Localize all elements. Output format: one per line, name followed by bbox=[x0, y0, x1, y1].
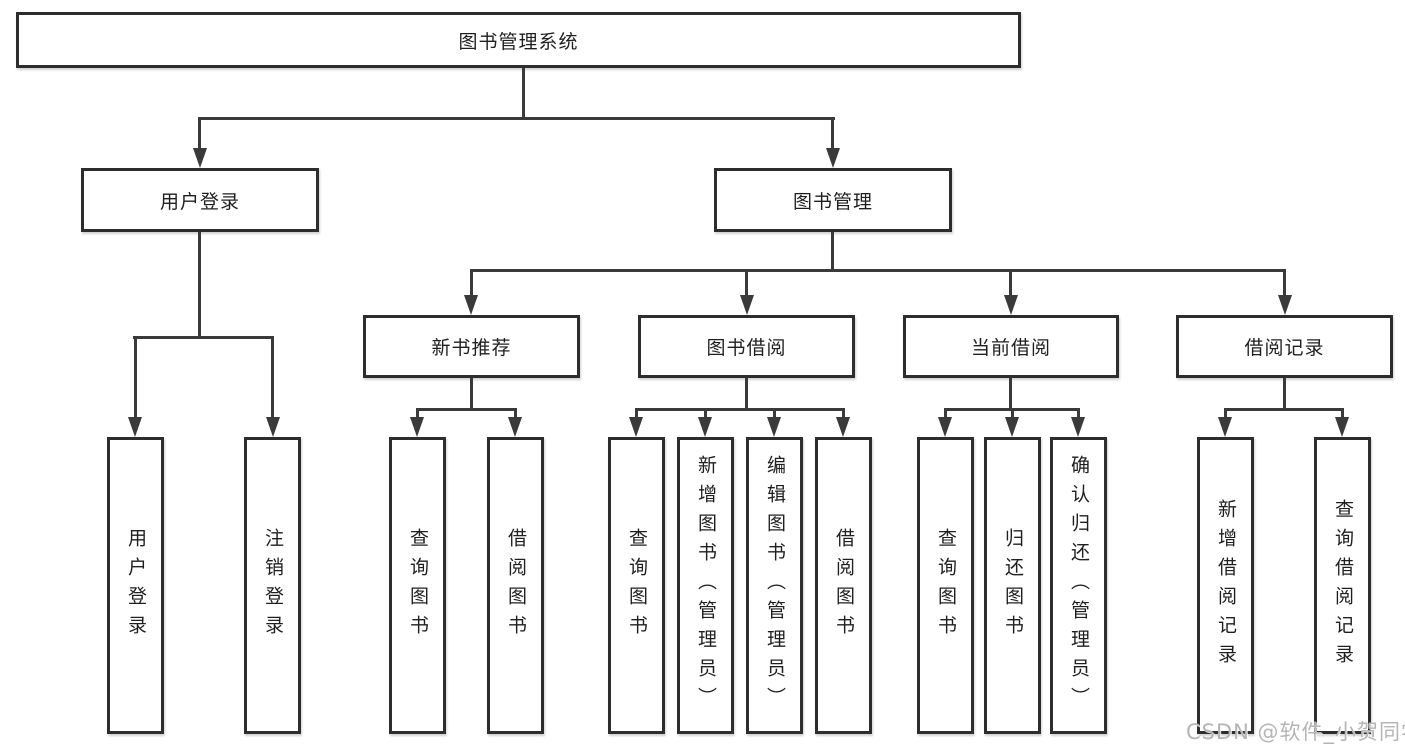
node-current-borrow: 当前借阅 bbox=[903, 315, 1119, 378]
connector-line bbox=[1077, 408, 1080, 419]
node-bb-edit-book-label: 编辑图书（管理员） bbox=[764, 455, 786, 716]
arrow-down-icon bbox=[826, 148, 840, 168]
arrow-down-icon bbox=[464, 295, 478, 315]
arrow-down-icon bbox=[740, 295, 754, 315]
connector-line bbox=[416, 408, 517, 411]
node-bb-borrow-book-label: 借阅图书 bbox=[833, 527, 855, 644]
node-new-book-rec-label: 新书推荐 bbox=[431, 337, 512, 359]
arrow-down-icon bbox=[128, 417, 142, 437]
node-bb-query-book-label: 查询图书 bbox=[626, 527, 648, 644]
connector-line bbox=[831, 232, 834, 271]
node-bb-add-book-label: 新增图书（管理员） bbox=[695, 455, 717, 716]
node-leaf-user-login: 用户登录 bbox=[107, 437, 164, 734]
node-cb-query-book-label: 查询图书 bbox=[935, 527, 957, 644]
node-root: 图书管理系统 bbox=[16, 12, 1021, 68]
connector-line bbox=[773, 408, 776, 419]
csdn-watermark: CSDN @软件_小贺同学 bbox=[1186, 720, 1405, 744]
connector-line bbox=[470, 269, 473, 297]
node-leaf-user-login-label: 用户登录 bbox=[125, 527, 147, 644]
node-book-mgmt-label: 图书管理 bbox=[792, 190, 873, 213]
node-bb-edit-book: 编辑图书（管理员） bbox=[746, 437, 803, 734]
node-br-query-record: 查询借阅记录 bbox=[1314, 437, 1371, 734]
node-cb-query-book: 查询图书 bbox=[917, 437, 974, 734]
arrow-down-icon bbox=[1005, 417, 1019, 437]
connector-line bbox=[198, 117, 201, 151]
connector-line bbox=[1341, 408, 1344, 419]
arrow-down-icon bbox=[1278, 295, 1292, 315]
connector-line bbox=[198, 232, 201, 337]
node-bb-add-book: 新增图书（管理员） bbox=[677, 437, 734, 734]
connector-line bbox=[522, 68, 525, 118]
node-book-borrow: 图书借阅 bbox=[638, 315, 855, 378]
arrow-down-icon bbox=[1218, 417, 1232, 437]
connector-line bbox=[1011, 408, 1014, 419]
arrow-down-icon bbox=[629, 417, 643, 437]
connector-line bbox=[1009, 378, 1012, 409]
arrow-down-icon bbox=[508, 417, 522, 437]
arrow-down-icon bbox=[698, 417, 712, 437]
node-cb-return-book-label: 归还图书 bbox=[1002, 527, 1024, 644]
node-cb-return-book: 归还图书 bbox=[984, 437, 1041, 734]
arrow-down-icon bbox=[410, 417, 424, 437]
node-borrow-record: 借阅记录 bbox=[1176, 315, 1393, 378]
node-book-mgmt: 图书管理 bbox=[714, 168, 952, 232]
connector-line bbox=[514, 408, 517, 419]
connector-line bbox=[271, 336, 274, 419]
connector-line bbox=[831, 117, 834, 151]
connector-line bbox=[745, 269, 748, 297]
connector-line bbox=[745, 378, 748, 409]
arrow-down-icon bbox=[938, 417, 952, 437]
connector-line bbox=[1009, 269, 1012, 297]
arrow-down-icon bbox=[266, 417, 280, 437]
connector-line bbox=[842, 408, 845, 419]
connector-line bbox=[944, 408, 947, 419]
arrow-down-icon bbox=[767, 417, 781, 437]
node-br-add-record: 新增借阅记录 bbox=[1197, 437, 1254, 734]
connector-line bbox=[1283, 269, 1286, 297]
connector-line bbox=[134, 336, 137, 419]
node-borrow-record-label: 借阅记录 bbox=[1244, 337, 1325, 359]
connector-line bbox=[1224, 408, 1344, 411]
node-user-login: 用户登录 bbox=[81, 168, 319, 232]
node-rec-borrow-book-label: 借阅图书 bbox=[505, 527, 527, 644]
node-user-login-label: 用户登录 bbox=[159, 190, 240, 213]
connector-line bbox=[635, 408, 845, 411]
node-bb-borrow-book: 借阅图书 bbox=[815, 437, 872, 734]
node-rec-query-book-label: 查询图书 bbox=[407, 527, 429, 644]
node-bb-query-book: 查询图书 bbox=[608, 437, 665, 734]
connector-line bbox=[416, 408, 419, 419]
node-cb-confirm-return-label: 确认归还（管理员） bbox=[1068, 455, 1090, 716]
node-leaf-logout: 注销登录 bbox=[244, 437, 301, 734]
arrow-down-icon bbox=[1335, 417, 1349, 437]
connector-line bbox=[470, 269, 1285, 272]
connector-line bbox=[1283, 378, 1286, 409]
node-rec-query-book: 查询图书 bbox=[389, 437, 446, 734]
node-br-query-record-label: 查询借阅记录 bbox=[1332, 498, 1354, 673]
connector-line bbox=[704, 408, 707, 419]
node-rec-borrow-book: 借阅图书 bbox=[487, 437, 544, 734]
node-br-add-record-label: 新增借阅记录 bbox=[1215, 498, 1237, 673]
connector-line bbox=[470, 378, 473, 409]
arrow-down-icon bbox=[1004, 295, 1018, 315]
connector-line bbox=[1224, 408, 1227, 419]
arrow-down-icon bbox=[193, 148, 207, 168]
node-leaf-logout-label: 注销登录 bbox=[262, 527, 284, 644]
node-book-borrow-label: 图书借阅 bbox=[706, 337, 787, 359]
connector-line bbox=[133, 336, 274, 339]
connector-line bbox=[198, 117, 835, 120]
node-new-book-rec: 新书推荐 bbox=[363, 315, 580, 378]
arrow-down-icon bbox=[836, 417, 850, 437]
arrow-down-icon bbox=[1071, 417, 1085, 437]
connector-line bbox=[635, 408, 638, 419]
node-current-borrow-label: 当前借阅 bbox=[970, 337, 1051, 359]
node-root-label: 图书管理系统 bbox=[458, 30, 579, 53]
node-cb-confirm-return: 确认归还（管理员） bbox=[1050, 437, 1107, 734]
